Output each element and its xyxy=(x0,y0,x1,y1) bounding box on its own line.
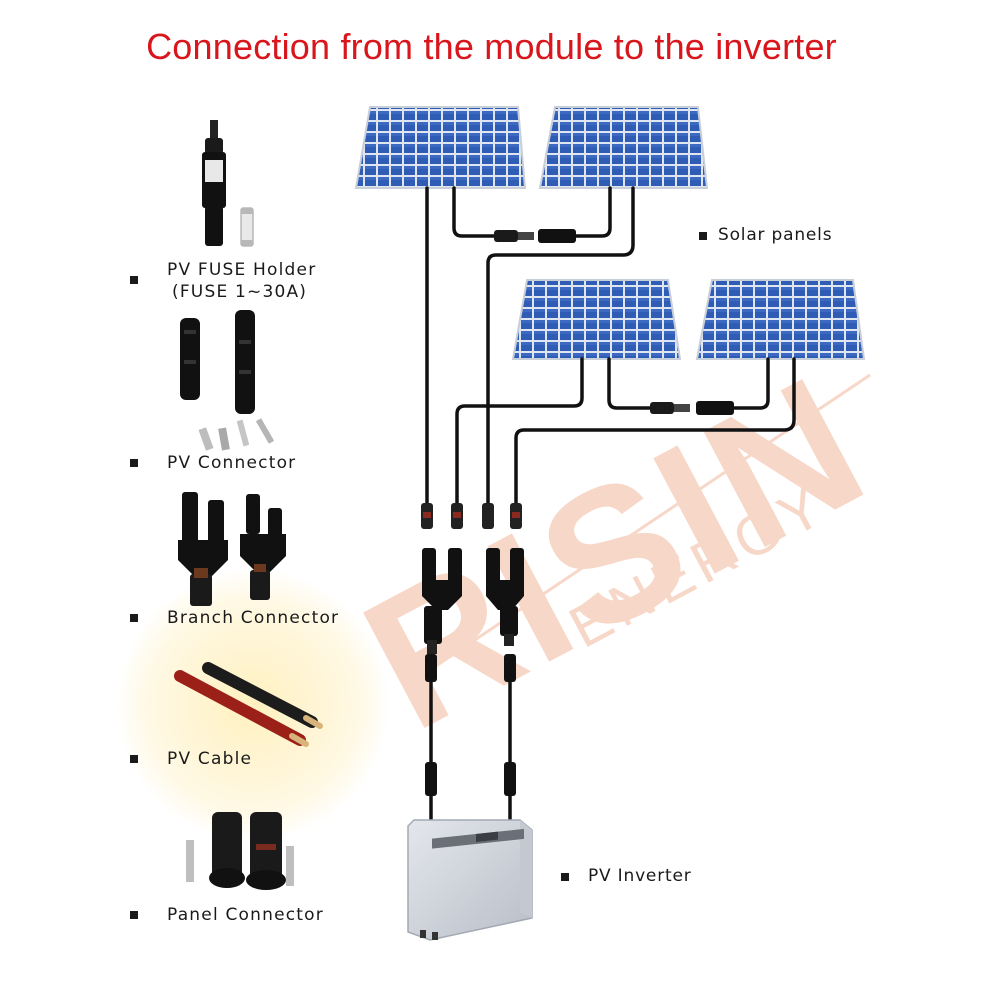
solar-panel-1 xyxy=(354,106,527,189)
string-connectors xyxy=(421,503,522,529)
solar-panel-4 xyxy=(695,279,866,360)
output-connectors xyxy=(425,654,516,796)
svg-text:RISIN: RISIN xyxy=(333,336,898,770)
label-fuse-range: (FUSE 1~30A) xyxy=(172,282,308,302)
label-pv-cable: PV Cable xyxy=(167,749,253,769)
label-panel-connector: Panel Connector xyxy=(167,905,324,925)
highlight-glow xyxy=(118,570,388,840)
bullet-icon xyxy=(130,276,138,284)
bullet-icon xyxy=(130,459,138,467)
fuse-holder-image xyxy=(202,120,254,247)
panel-connector-image xyxy=(186,812,294,890)
page-title: Connection from the module to the invert… xyxy=(146,26,837,67)
label-pv-inverter: PV Inverter xyxy=(588,866,692,886)
label-fuse-holder: PV FUSE Holder xyxy=(167,260,317,280)
bullet-icon xyxy=(130,614,138,622)
series-connector-bottom xyxy=(650,401,734,415)
solar-panel-2 xyxy=(538,106,709,189)
pv-inverter xyxy=(407,819,533,941)
pv-cable-image xyxy=(174,662,323,747)
pv-cables xyxy=(425,186,796,827)
branch-connector-image xyxy=(178,492,286,606)
branch-connector-right xyxy=(486,548,524,646)
bullet-icon xyxy=(561,873,569,881)
bullet-icon xyxy=(130,755,138,763)
label-branch-connector: Branch Connector xyxy=(167,608,340,628)
solar-panel-3 xyxy=(511,279,682,360)
pv-connector-image xyxy=(180,310,275,451)
series-connector-top xyxy=(494,229,576,243)
label-solar-panels: Solar panels xyxy=(718,225,833,245)
label-pv-connector: PV Connector xyxy=(167,453,297,473)
logo-watermark: RISIN ENERGY xyxy=(333,336,898,770)
bullet-icon xyxy=(130,911,138,919)
bullet-icon xyxy=(699,232,707,240)
branch-connector-left xyxy=(422,548,462,654)
